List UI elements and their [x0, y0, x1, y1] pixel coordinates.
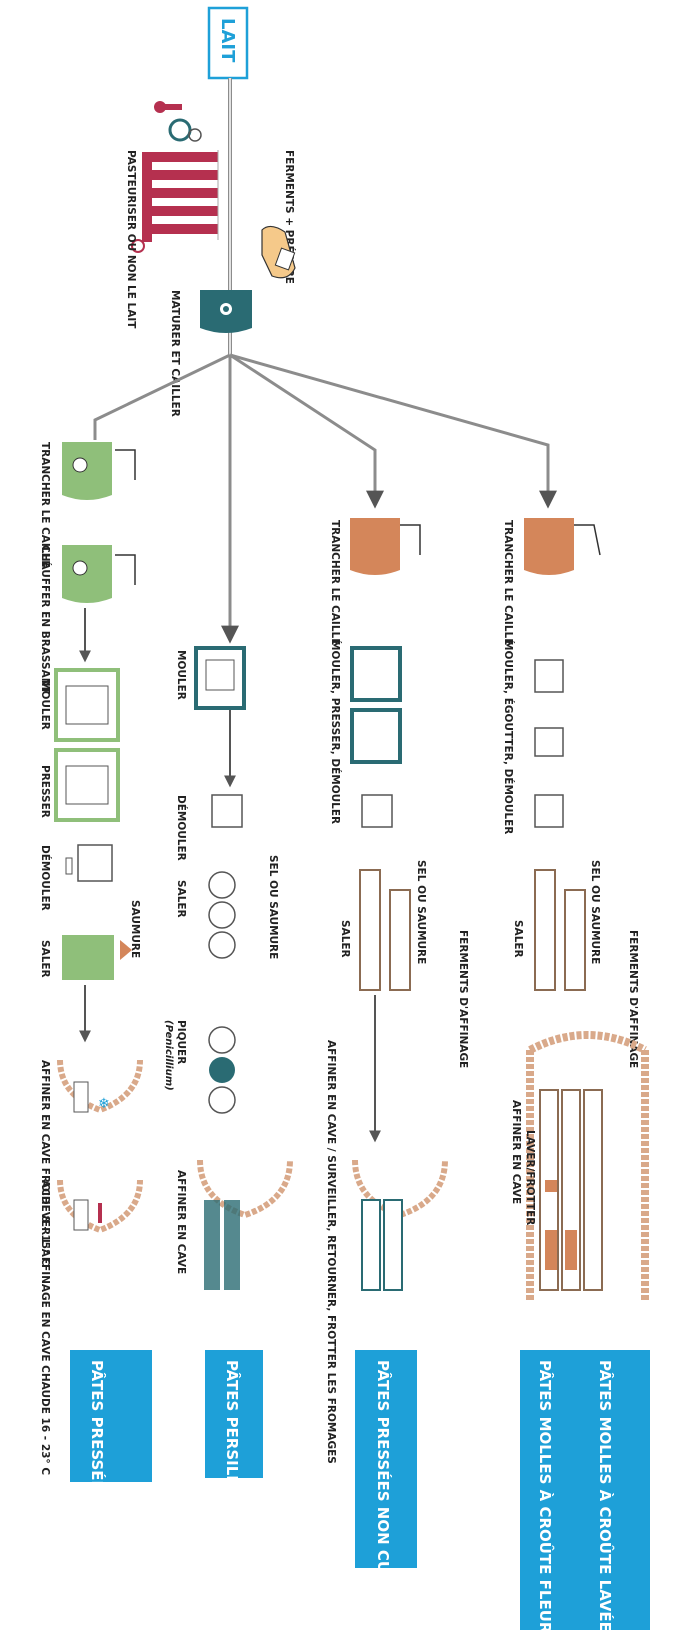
non-cuites-trancher-label: TRANCHER LE CAILLÉ [329, 520, 342, 645]
persillees-saler-icon [208, 871, 236, 959]
persillees-penicillium-label: (Penicillium) [163, 1020, 174, 1091]
trancher-vat-green-icon [62, 442, 136, 500]
non-cuites-ferments-label: FERMENTS D'AFFINAGE [457, 930, 469, 1068]
persillees-piquer-label: PIQUER [175, 1020, 187, 1064]
branch-cuites: TRANCHER LE CAILLÉ CHAUFFER EN BRASSANT … [39, 442, 152, 1567]
non-cuites-press-icon [350, 646, 402, 764]
persillees-mouler-label: MOULER [175, 650, 187, 700]
snowflake-icon: ❄ [98, 1096, 110, 1112]
cuites-chauffer-label: CHAUFFER EN BRASSANT [39, 545, 51, 694]
persillees-press-icon [194, 646, 246, 710]
maturer-vat-icon [200, 290, 252, 333]
persillees-cave-icon [197, 1159, 293, 1290]
non-cuites-shelves-icon [359, 869, 411, 991]
molles-mouler-label: MOULER, ÉGOUTTER, DÉMOULER [502, 640, 515, 834]
cuites-saumure-label: SAUMURE [129, 900, 141, 958]
cuites-demouler-label: DÉMOULER [39, 845, 52, 911]
lait-label: LAIT [217, 18, 238, 63]
cave-arch-cold-icon [57, 1059, 143, 1114]
non-cuites-saler-label: SALER [339, 920, 351, 958]
valve-icon [131, 239, 145, 253]
branch-non-cuites: TRANCHER LE CAILLÉ MOULER, PRESSER, DÉMO… [325, 518, 469, 1610]
non-cuites-affiner-label: AFFINER EN CAVE / SURVEILLER, RETOURNER,… [325, 1040, 337, 1464]
cuites-affiner-froid-label: AFFINER EN CAVE FROIDE 8 - 15° C [39, 1060, 51, 1266]
non-cuites-trancher-icon [350, 518, 421, 575]
cave-arch-warm-icon [57, 1179, 143, 1234]
molles-ferments-label: FERMENTS D'AFFINAGE [627, 930, 639, 1068]
non-cuites-name: PÂTES PRESSÉES NON CUITES [374, 1360, 393, 1610]
molles-trancher-label: TRANCHER LE CAILLÉ [502, 520, 515, 645]
branch-persillees: MOULER DÉMOULER SEL OU SAUMURE SALER PIQ… [163, 646, 293, 1516]
molles-name-lavee: PÂTES MOLLES À CROÛTE LAVÉE [596, 1360, 615, 1632]
molles-mould-3-icon [534, 794, 564, 828]
hand-ferments-icon [261, 225, 296, 279]
persillees-demouler-label: DÉMOULER [175, 795, 188, 861]
molles-mould-2-icon [534, 727, 564, 757]
molles-saler-label: SALER [512, 920, 524, 958]
cuites-presser-label: PRESSER [39, 765, 51, 818]
press-green-icon [54, 668, 120, 822]
saumure-bath-icon [62, 935, 132, 980]
persillees-piquer-icon [208, 1026, 236, 1114]
molles-badge: PÂTES MOLLES À CROÛTE FLEURIE PÂTES MOLL… [520, 1350, 650, 1638]
molles-sel-label: SEL OU SAUMURE [589, 860, 601, 964]
molles-laver-label: LAVER/FROTTER [524, 1130, 536, 1225]
molles-trancher-icon [524, 518, 601, 575]
non-cuites-demouler-icon [361, 794, 393, 828]
mature-label: MATURER ET CAILLER [169, 290, 181, 417]
molles-cave-icon [526, 1031, 649, 1300]
cuites-saler-label: SALER [39, 940, 51, 978]
pasteuriser-icon [142, 150, 219, 242]
cuites-trancher-label: TRANCHER LE CAILLÉ [39, 442, 52, 567]
thermometer-icon [154, 101, 182, 113]
cuites-name: PÂTES PRESSÉES CUITES [88, 1360, 107, 1567]
pasteurise-label: PASTEURISER OU NON LE LAIT [125, 150, 137, 329]
branch-molles: TRANCHER LE CAILLÉ MOULER, ÉGOUTTER, DÉM… [502, 518, 650, 1638]
branch-pipes [93, 353, 557, 644]
molles-shelves-icon [534, 869, 586, 991]
pump-icon [168, 118, 202, 142]
persillees-name: PÂTES PERSILLÉES [223, 1360, 242, 1516]
persillees-badge: PÂTES PERSILLÉES [205, 1350, 263, 1516]
molles-name-fleurie: PÂTES MOLLES À CROÛTE FLEURIE [536, 1360, 555, 1638]
chauffer-vat-green-icon [62, 545, 136, 603]
non-cuites-badge: PÂTES PRESSÉES NON CUITES [355, 1350, 417, 1610]
persillees-demouler-icon [211, 794, 243, 828]
cuites-mouler-label: MOULER [39, 680, 51, 730]
persillees-affiner-label: AFFINER EN CAVE [175, 1170, 187, 1274]
cuites-badge: PÂTES PRESSÉES CUITES [70, 1350, 152, 1567]
lait-box: LAIT [207, 6, 249, 80]
persillees-sel-label: SEL OU SAUMURE [267, 855, 279, 959]
non-cuites-mouler-label: MOULER, PRESSER, DÉMOULER [329, 640, 342, 824]
molles-mould-1-icon [534, 659, 564, 693]
molles-affiner-label: AFFINER EN CAVE [510, 1100, 522, 1204]
non-cuites-sel-label: SEL OU SAUMURE [415, 860, 427, 964]
non-cuites-cave-icon [352, 1159, 448, 1291]
demouler-mold-icon [65, 844, 113, 882]
cuites-affiner-chaud-label: ACHEVER L'AFFINAGE EN CAVE CHAUDE 16 - 2… [39, 1180, 51, 1475]
persillees-saler-label: SALER [175, 880, 187, 918]
